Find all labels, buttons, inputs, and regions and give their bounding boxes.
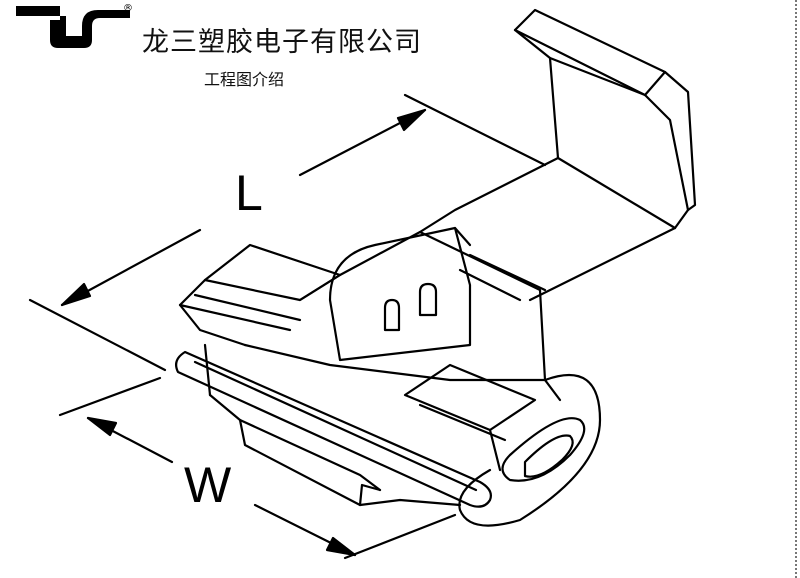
hinged-lid [418,8,697,302]
contact-blade [328,226,472,362]
page-edge-divider [795,0,800,578]
width-label: W [184,457,232,513]
drawing-subtitle: 工程图介绍 [204,70,285,89]
wire-channel [175,343,492,508]
company-name: 龙三塑胶电子有限公司 [142,27,422,58]
connector-body [178,230,547,382]
registered-mark: ® [123,3,133,14]
side-latch [403,363,537,472]
width-dimension-line [58,376,457,560]
length-label: L [235,165,263,221]
length-dimension-line [28,93,547,372]
company-logo [16,6,130,48]
end-ring [458,373,602,527]
